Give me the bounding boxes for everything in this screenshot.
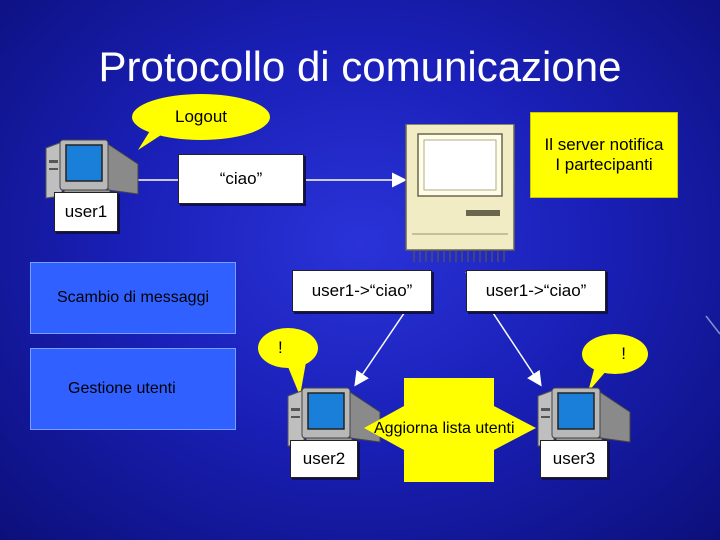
exclaim-left-label: ! [278,338,283,357]
aggiorna-lista-shape [354,378,546,482]
server-notify-label: Il server notifica I partecipanti [544,135,664,174]
slide-title: Protocollo di comunicazione [98,43,622,90]
exclaim-left-callout: ! [258,328,318,368]
user2-label-box: user2 [290,440,358,478]
logout-callout: Logout [132,94,270,140]
user2-label: user2 [302,449,346,468]
server-computer-icon [404,123,516,264]
gestione-utenti-panel [30,348,236,430]
ciao-message-label: “ciao” [219,169,263,188]
user1-computer-icon [44,138,140,200]
forward-left-label: user1->“ciao” [311,281,413,300]
scambio-messaggi-label: Scambio di messaggi [56,289,210,306]
forward-right-box: user1->“ciao” [466,270,606,312]
forward-right-label: user1->“ciao” [485,281,587,300]
server-notify-callout: Il server notifica I partecipanti [530,112,678,198]
user3-label-box: user3 [540,440,608,478]
aggiorna-lista-label: Aggiorna lista utenti [374,420,515,437]
exclaim-left-tail [286,362,306,396]
user3-computer-icon [536,386,632,448]
user3-label: user3 [552,449,596,468]
user1-label-box: user1 [54,192,118,232]
exclaim-right-callout: ! [582,334,648,374]
logout-label: Logout [175,107,227,126]
exclaim-right-label: ! [621,344,626,363]
scambio-messaggi-panel: Scambio di messaggi [30,262,236,334]
user1-label: user1 [64,202,108,221]
forward-left-box: user1->“ciao” [292,270,432,312]
decor-line [705,315,720,335]
ciao-message-box: “ciao” [178,154,304,204]
gestione-utenti-label: Gestione utenti [68,380,176,397]
